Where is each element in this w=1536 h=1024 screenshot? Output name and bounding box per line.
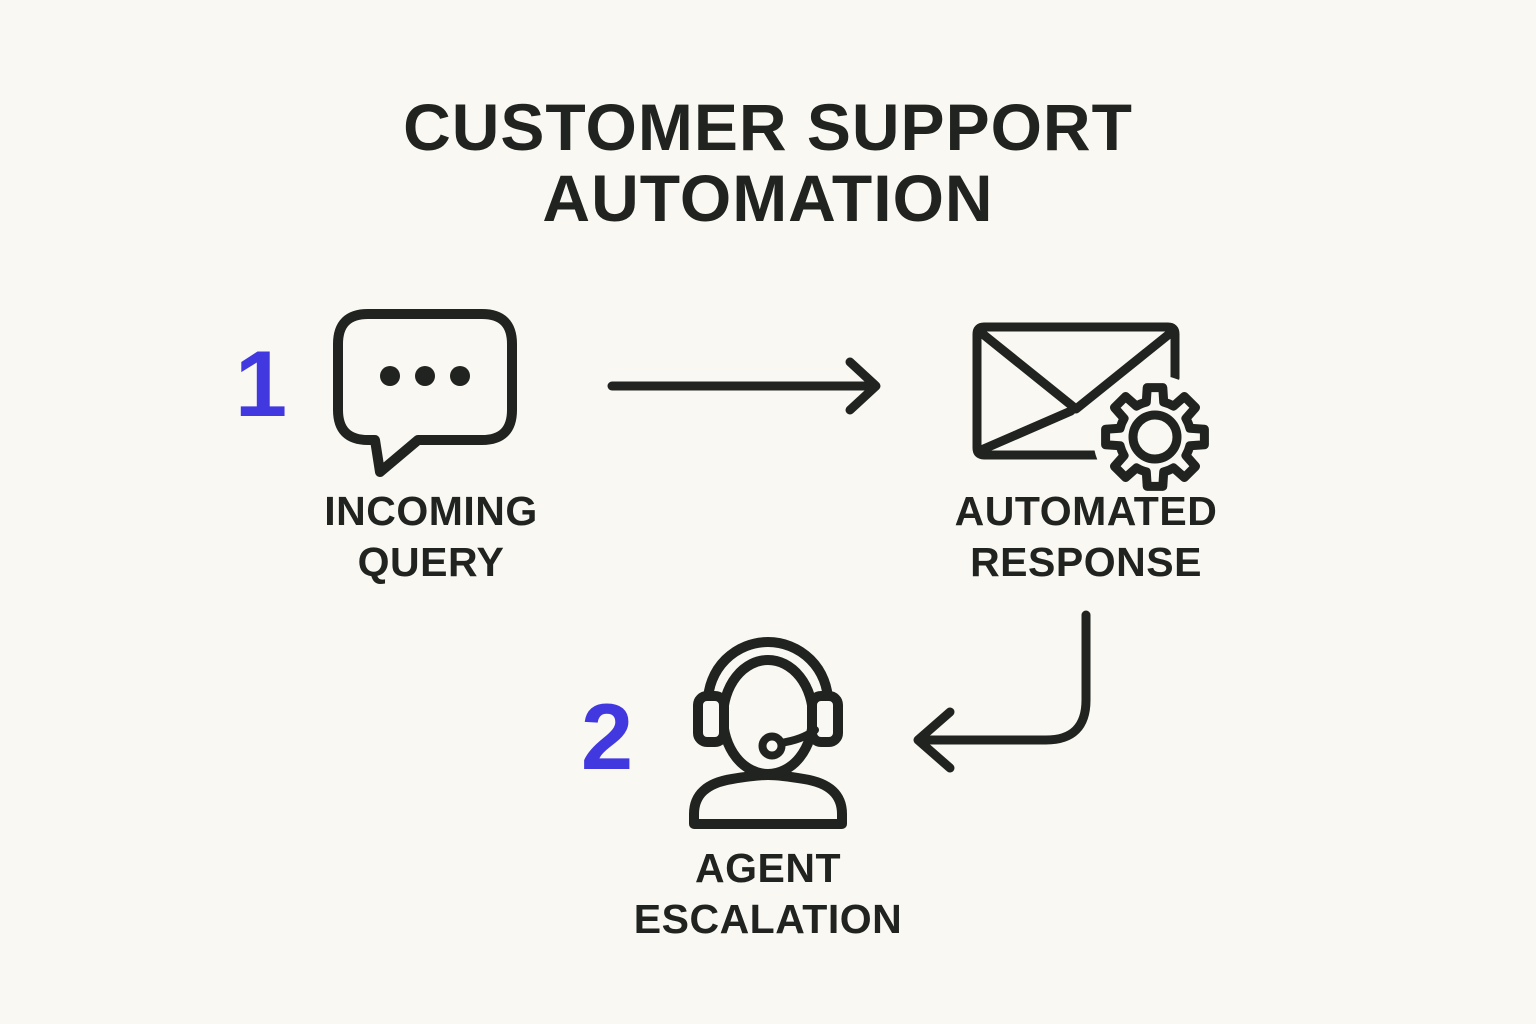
mic — [758, 732, 786, 760]
ear-cup-right — [807, 691, 843, 747]
page-title: CUSTOMER SUPPORT AUTOMATION — [0, 92, 1536, 234]
dot — [450, 366, 470, 386]
label-line: AUTOMATED — [954, 488, 1218, 534]
speech-bubble-icon — [333, 309, 517, 477]
shoulders — [689, 770, 847, 829]
dot — [380, 366, 400, 386]
label-line: RESPONSE — [970, 539, 1202, 585]
ear-cup-left — [693, 691, 729, 747]
step-label-agent-escalation: AGENT ESCALATION — [608, 843, 928, 945]
label-line: AGENT — [695, 845, 841, 891]
arrow-right-icon — [607, 357, 881, 415]
step-label-incoming-query: INCOMING QUERY — [271, 486, 591, 588]
label-line: QUERY — [357, 539, 505, 585]
arrow-elbow-left-icon — [913, 610, 1091, 773]
label-line: INCOMING — [324, 488, 538, 534]
gear-icon — [1093, 375, 1213, 496]
title-line-1: CUSTOMER SUPPORT — [403, 90, 1133, 164]
step-number-2: 2 — [580, 684, 634, 789]
headband — [703, 637, 833, 707]
step-label-automated-response: AUTOMATED RESPONSE — [926, 486, 1246, 588]
step-number-1: 1 — [234, 331, 288, 436]
title-line-2: AUTOMATION — [542, 161, 994, 235]
headset-agent-icon — [689, 637, 847, 829]
envelope-gear-icon — [972, 322, 1213, 496]
dot — [415, 366, 435, 386]
label-line: ESCALATION — [633, 896, 903, 942]
